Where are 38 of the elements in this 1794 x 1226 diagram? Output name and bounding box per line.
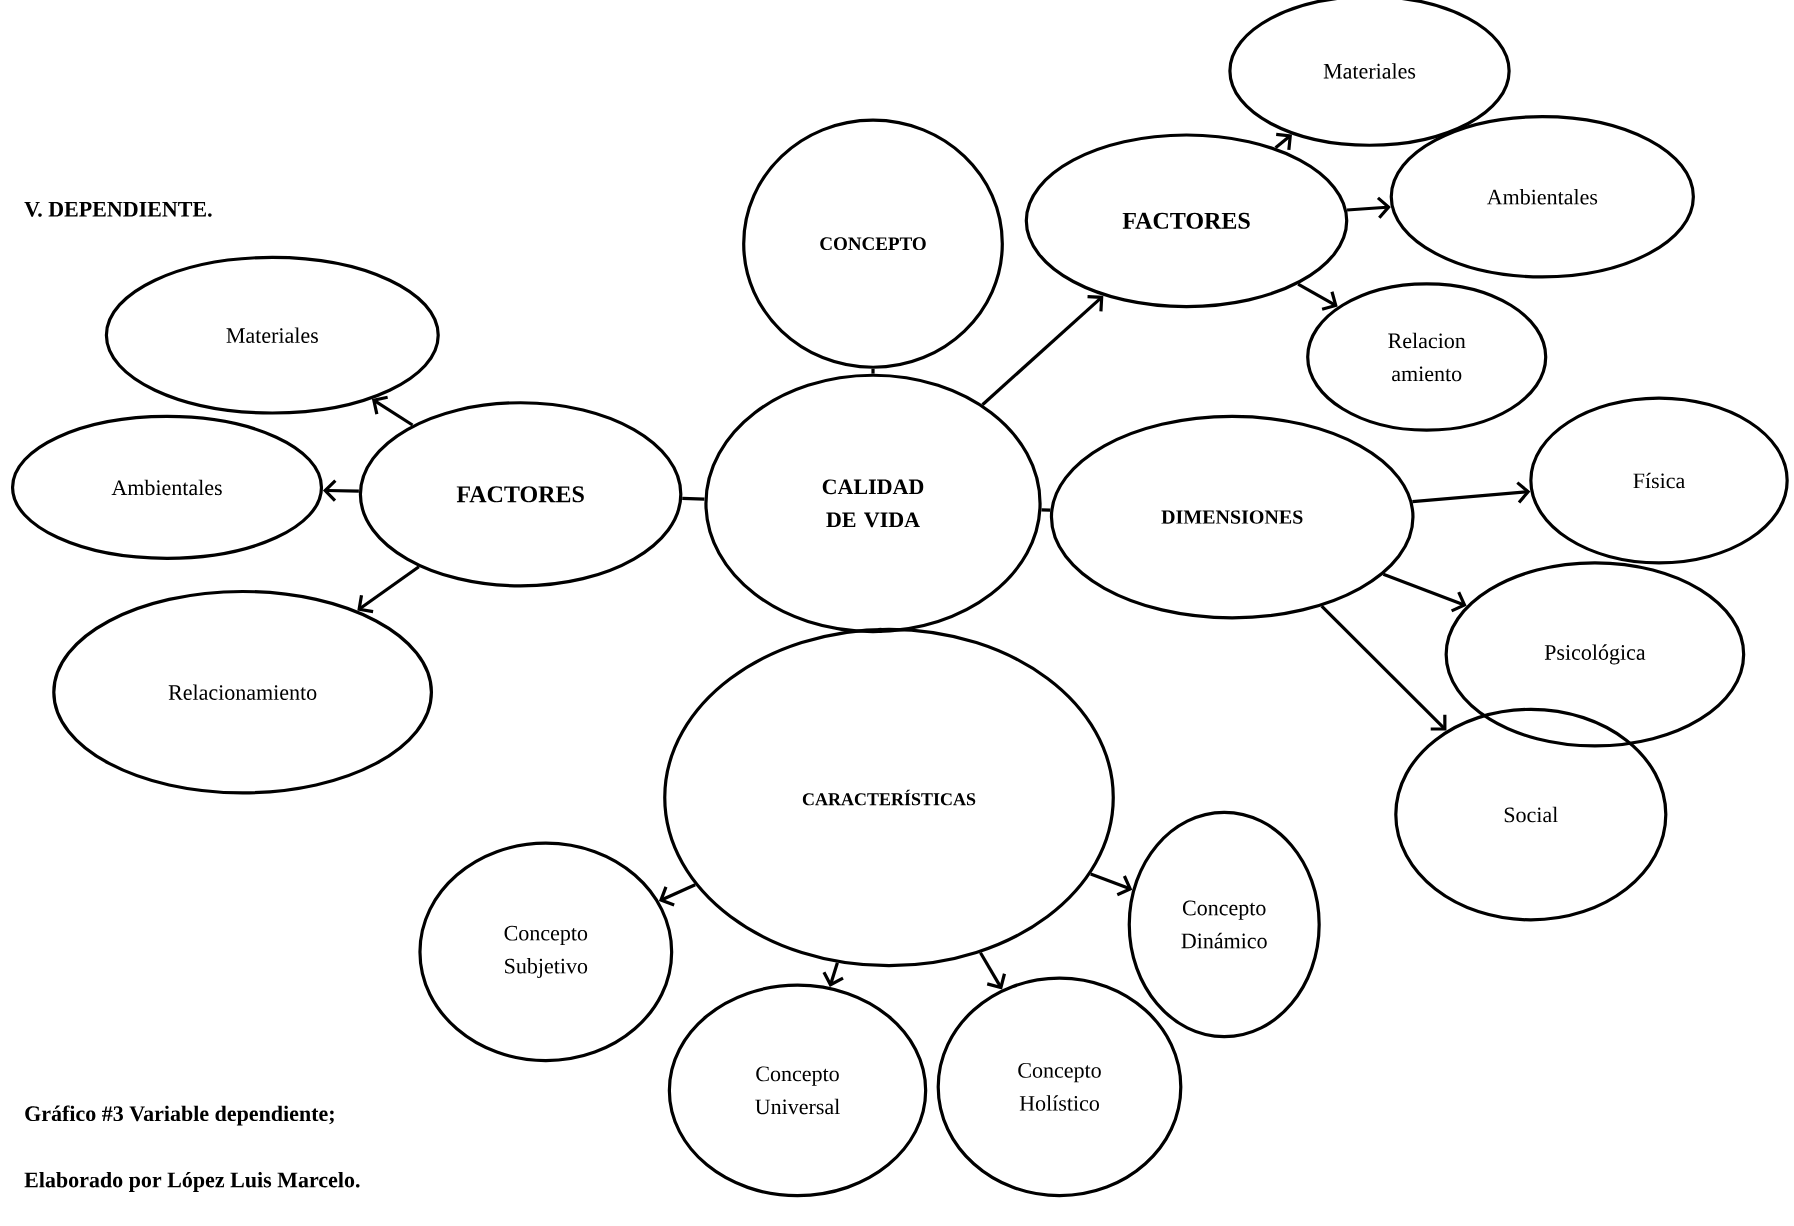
credit-note: Elaborado por López Luis Marcelo. [24,1171,360,1192]
arrow [1320,605,1447,731]
ellipse-node: FACTORES [1024,133,1349,309]
ellipse-node: Materiales [104,255,440,415]
ellipse-node: Psicológica [1444,561,1746,748]
connector-line [871,368,875,374]
arrow [1297,282,1338,311]
ellipse-node: Concepto Subjetivo [418,841,674,1063]
arrow [1274,132,1292,151]
ellipse-node: Relacionamiento [52,589,433,795]
arrow [1412,481,1531,504]
ellipse-node: Física [1529,396,1789,565]
connector-line [682,496,705,501]
ellipse-node: CONCEPTO [742,118,1004,369]
ellipse-node: CALIDAD DE VIDA [704,373,1042,634]
ellipse-node: Ambientales [1389,115,1695,279]
caption: Gráfico #3 Variable dependiente; [25,1105,334,1126]
ellipse-node: Social [1394,707,1668,922]
ellipse-node: FACTORES [358,401,683,588]
arrow [1090,872,1133,897]
arrow [371,395,414,427]
arrow [658,883,696,907]
arrow [322,479,359,502]
connector-line [1041,508,1051,512]
ellipse-node: Concepto Universal [667,983,928,1198]
ellipse-node: CARACTERÍSTICAS [663,627,1115,968]
heading: V. DEPENDIENTE. [24,202,212,217]
arrow [822,962,844,987]
ellipse-node: Relacion amiento [1306,282,1548,432]
ellipse-node: Concepto Holístico [936,976,1183,1198]
arrow [981,294,1104,406]
ellipse-node: Ambientales [10,414,324,560]
arrow [1382,572,1467,613]
arrow [357,565,420,614]
arrow [1346,196,1391,219]
arrow [979,951,1006,990]
ellipse-node: Concepto Dinámico [1127,810,1321,1039]
ellipse-node: DIMENSIONES [1049,414,1415,620]
